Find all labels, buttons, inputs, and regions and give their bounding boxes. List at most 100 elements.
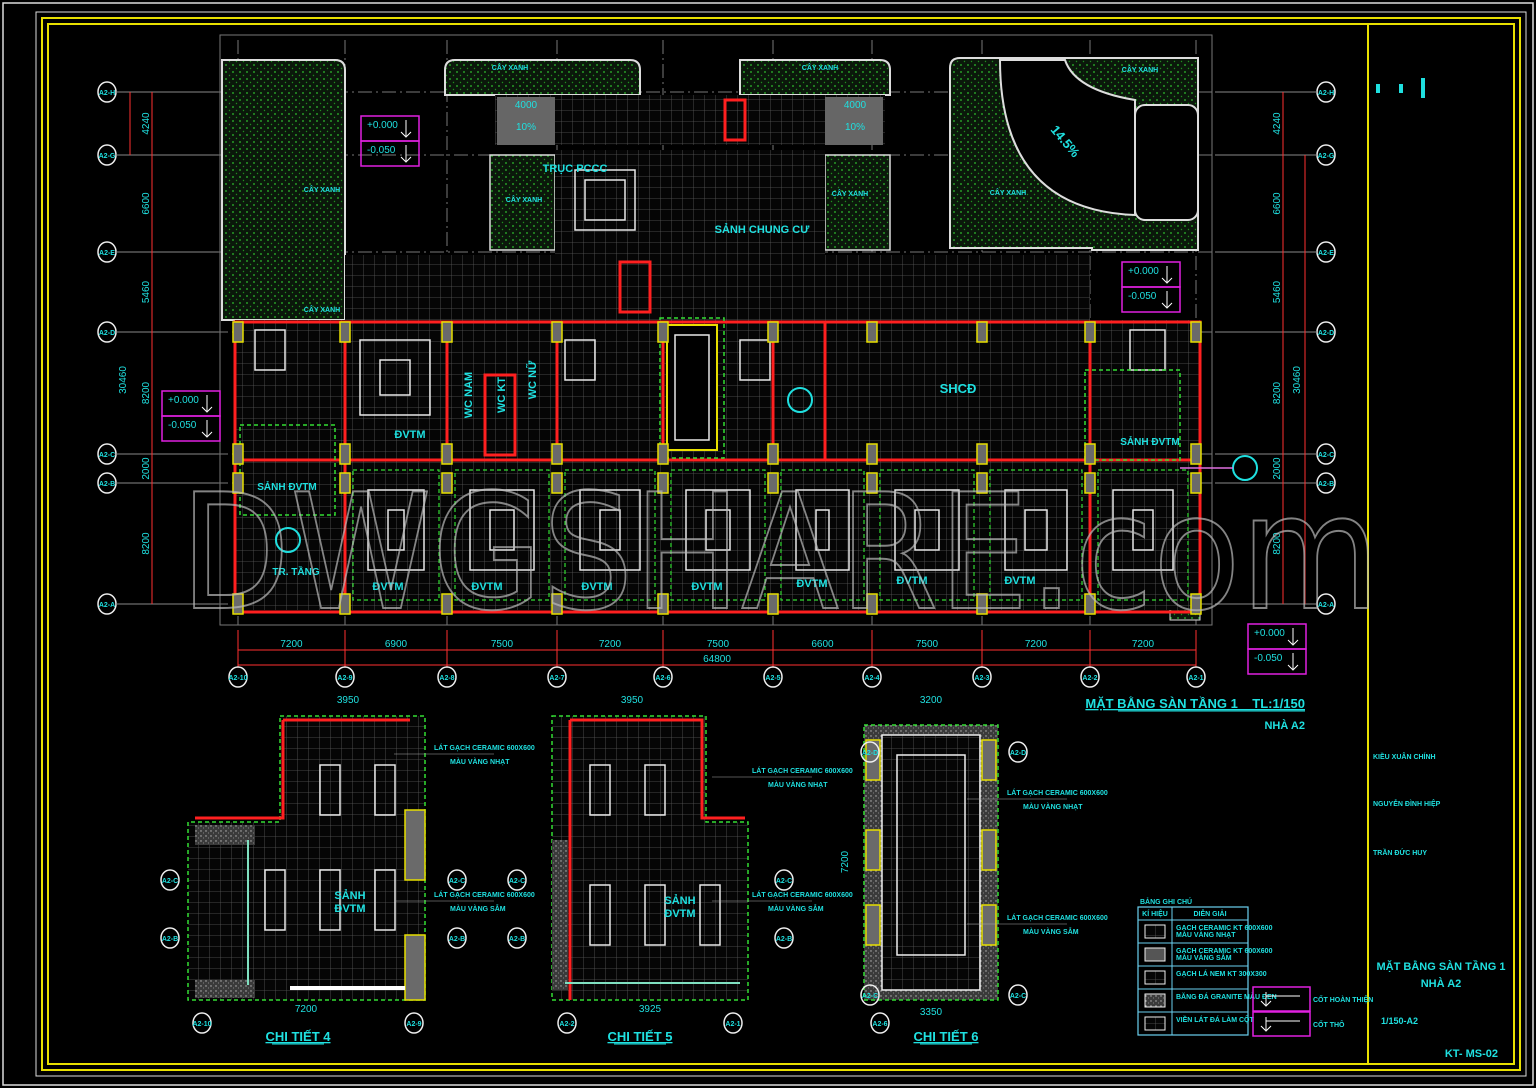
column xyxy=(1084,321,1096,343)
column xyxy=(767,321,779,343)
col-dim-text: 7500 xyxy=(491,639,514,650)
legend-level-box xyxy=(1252,1011,1311,1037)
legend-level-label: CỐT THÔ xyxy=(1313,1019,1345,1029)
shop-unit xyxy=(780,469,865,601)
level-finish-label: +0.000 xyxy=(1128,266,1159,277)
col-dim-text: 7500 xyxy=(916,639,939,650)
axis-label: A2-4 xyxy=(864,675,879,682)
level-arrow-icon xyxy=(1260,1017,1300,1032)
shop-unit xyxy=(352,469,440,601)
detail-title: CHI TIẾT 6 xyxy=(913,1029,978,1044)
axis-bubble xyxy=(774,869,794,891)
detail-top-dim: 3950 xyxy=(621,695,644,706)
col-dim-text: 7200 xyxy=(1025,639,1048,650)
legend-title: BẢNG GHI CHÚ xyxy=(1140,897,1192,906)
planter-top-left xyxy=(444,59,641,96)
axis-bubble xyxy=(192,1012,212,1034)
room-label-dvtm: ĐVTM xyxy=(581,581,612,593)
room-label-sanh-chung-cu: SẢNH CHUNG CƯ xyxy=(715,223,811,236)
row-total-text: 30460 xyxy=(1292,366,1303,394)
room-label-dvtm: ĐVTM xyxy=(394,429,425,441)
row-dim-text: 5460 xyxy=(1272,280,1283,303)
axis-bubble xyxy=(1008,984,1028,1006)
axis-label: A2-C xyxy=(1318,452,1334,459)
detail-width-dim: 7200 xyxy=(295,1004,318,1015)
room-label-cay-xanh: CÂY XANH xyxy=(1122,65,1158,74)
ramp-label: 10% xyxy=(516,122,536,133)
axis-label: A2-B xyxy=(776,936,792,943)
axis-bubble xyxy=(447,927,467,949)
shop-floor-border xyxy=(1004,489,1068,571)
shop-floor-border xyxy=(367,489,425,571)
logo-mark xyxy=(1399,84,1403,93)
axis-label: A2-1 xyxy=(725,1021,740,1028)
col-dim-text: 7200 xyxy=(599,639,622,650)
detail-6 xyxy=(863,724,999,1001)
axis-label: A2-D xyxy=(1010,750,1026,757)
column xyxy=(1084,443,1096,465)
level-box xyxy=(1247,648,1307,675)
axis-label: A2-C xyxy=(449,878,465,885)
legend-swatch xyxy=(1144,993,1166,1008)
level-box xyxy=(161,415,221,442)
legend-text: GẠCH LÁ NEM KT 300X300 xyxy=(1176,969,1267,978)
shop-floor-border xyxy=(1112,489,1174,571)
axis-label: A2-C xyxy=(99,452,115,459)
axis-bubble xyxy=(860,741,880,763)
room-label-dvtm: ĐVTM xyxy=(691,581,722,593)
detail-title: CHI TIẾT 4 xyxy=(265,1029,331,1044)
column xyxy=(551,472,563,494)
axis-bubble xyxy=(870,1012,890,1034)
axis-label: A2-8 xyxy=(439,675,454,682)
column xyxy=(232,593,244,615)
axis-label: A2-9 xyxy=(406,1021,421,1028)
axis-bubble xyxy=(774,927,794,949)
room-label-tr-tang: TR. TẦNG xyxy=(272,565,319,578)
sheet-number: KT- MS-02 xyxy=(1445,1048,1498,1060)
detail-note: MÀU VÀNG NHẠT xyxy=(450,757,510,766)
legend-header: DIỄN GIẢI xyxy=(1193,909,1226,918)
column xyxy=(767,472,779,494)
col-total-text: 64800 xyxy=(703,654,731,665)
shop-inlay xyxy=(705,509,731,551)
axis-label: A2-A xyxy=(99,602,115,609)
col-dim-text: 7200 xyxy=(280,639,303,650)
shop-inlay xyxy=(489,509,515,551)
axis-label: A2-2 xyxy=(559,1021,574,1028)
column xyxy=(1084,593,1096,615)
detail-note: MÀU VÀNG NHẠT xyxy=(1023,802,1083,811)
level-rough-label: -0.050 xyxy=(1254,653,1283,664)
shop-inlay xyxy=(599,509,621,551)
column xyxy=(339,443,351,465)
ramp-dim: 4000 xyxy=(844,100,867,111)
column xyxy=(976,321,988,343)
row-dim-text: 8200 xyxy=(1272,381,1283,404)
row-dim-text: 6600 xyxy=(141,192,152,215)
shop-floor-border xyxy=(795,489,850,571)
axis-bubble xyxy=(507,869,527,891)
axis-bubble xyxy=(335,666,355,688)
detail-note: LÁT GẠCH CERAMIC 600X600 xyxy=(1007,913,1108,922)
column xyxy=(1190,472,1202,494)
room-label-cay-xanh: CÂY XANH xyxy=(304,305,340,314)
detail-room-label: ĐVTM xyxy=(334,903,365,915)
row-dim-text: 8200 xyxy=(141,532,152,555)
axis-label: A2-5 xyxy=(765,675,780,682)
column xyxy=(1190,443,1202,465)
column xyxy=(866,321,878,343)
axis-bubble xyxy=(160,869,180,891)
level-arrow-icon xyxy=(201,395,213,438)
plan-subtitle: NHÀ A2 xyxy=(1264,719,1305,732)
col-dim-text: 6900 xyxy=(385,639,408,650)
legend-text: BĂNG ĐÁ GRANITE MÀU ĐEN xyxy=(1176,992,1277,1001)
logo-mark xyxy=(1376,84,1380,93)
drawing-scale: 1/150-A2 xyxy=(1381,1016,1418,1026)
axis-label: A2-A xyxy=(1318,602,1334,609)
shop-inlay xyxy=(387,509,405,551)
axis-label: A2-6 xyxy=(655,675,670,682)
column xyxy=(767,443,779,465)
axis-bubble xyxy=(1186,666,1206,688)
